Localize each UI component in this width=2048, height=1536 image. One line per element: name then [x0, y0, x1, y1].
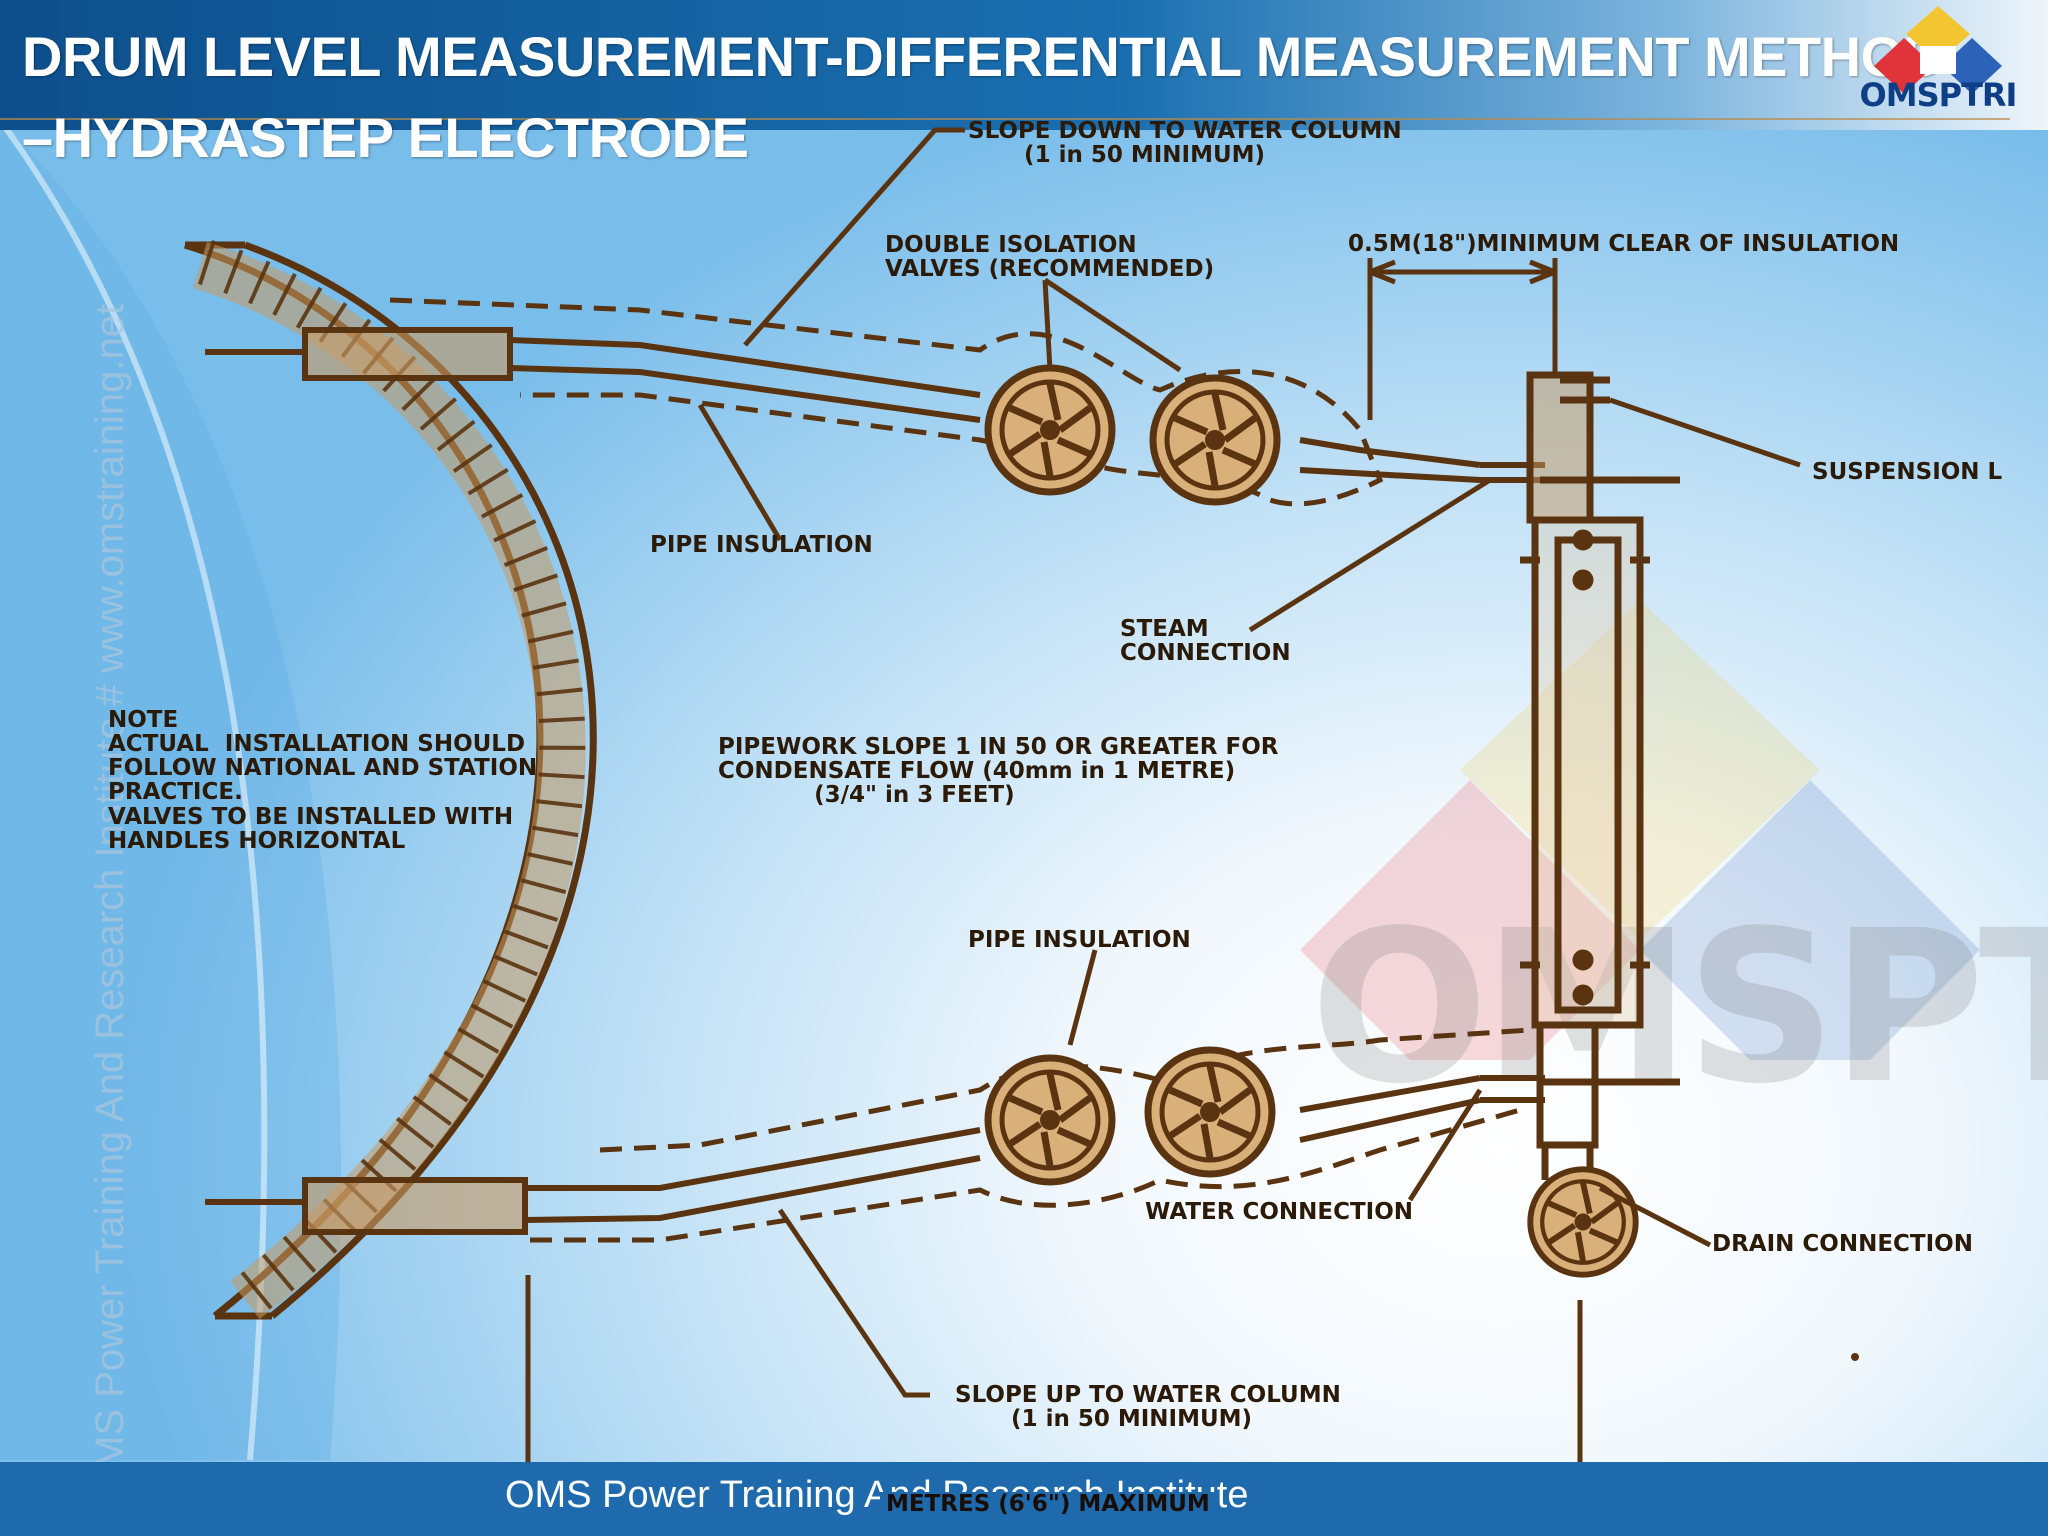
hydrastep-water-column	[1520, 371, 1680, 1180]
label-suspension: SUSPENSION L	[1812, 459, 2003, 485]
label-pipework-slope: PIPEWORK SLOPE 1 IN 50 OR GREATER FOR CO…	[718, 734, 1279, 809]
label-drain-connection: DRAIN CONNECTION	[1712, 1231, 1973, 1257]
title-bar	[0, 0, 2048, 130]
drain-valve-icon	[1530, 1169, 1635, 1274]
label-pipe-insulation-top: PIPE INSULATION	[650, 532, 873, 558]
logo-text: OMSPTRI	[1859, 76, 2018, 114]
water-connection-pipe	[205, 1027, 1545, 1243]
label-steam-connection: STEAM CONNECTION	[1120, 616, 1291, 667]
top-isolation-valve-1-icon	[988, 368, 1112, 492]
label-double-isolation-valves: DOUBLE ISOLATION VALVES (RECOMMENDED)	[885, 232, 1215, 283]
top-isolation-valve-2-icon	[1153, 378, 1277, 502]
label-slope-up: SLOPE UP TO WATER COLUMN (1 in 50 MINIMU…	[955, 1382, 1341, 1433]
marker-dot	[1851, 1353, 1859, 1361]
leader-lines	[697, 127, 1801, 1398]
label-max-distance: METRES (6'6") MAXIMUM	[880, 1492, 1216, 1516]
bottom-isolation-valve-2-icon	[1148, 1050, 1272, 1174]
title-divider	[0, 118, 2010, 120]
label-slope-down: SLOPE DOWN TO WATER COLUMN (1 in 50 MINI…	[968, 118, 1402, 169]
label-pipe-insulation-bottom: PIPE INSULATION	[968, 927, 1191, 953]
label-note: NOTE ACTUAL INSTALLATION SHOULD FOLLOW N…	[108, 707, 538, 854]
clearance-dimension	[1367, 258, 1558, 420]
label-clearance: 0.5M(18")MINIMUM CLEAR OF INSULATION	[1348, 231, 1900, 257]
bottom-isolation-valve-1-icon	[988, 1058, 1112, 1182]
label-water-connection: WATER CONNECTION	[1145, 1199, 1414, 1225]
omsptri-logo-icon	[1874, 6, 2002, 94]
slide-title-line-1: DRUM LEVEL MEASUREMENT-DIFFERENTIAL MEAS…	[22, 25, 1944, 88]
slide-title-line-2: –HYDRASTEP ELECTRODE	[22, 106, 749, 169]
